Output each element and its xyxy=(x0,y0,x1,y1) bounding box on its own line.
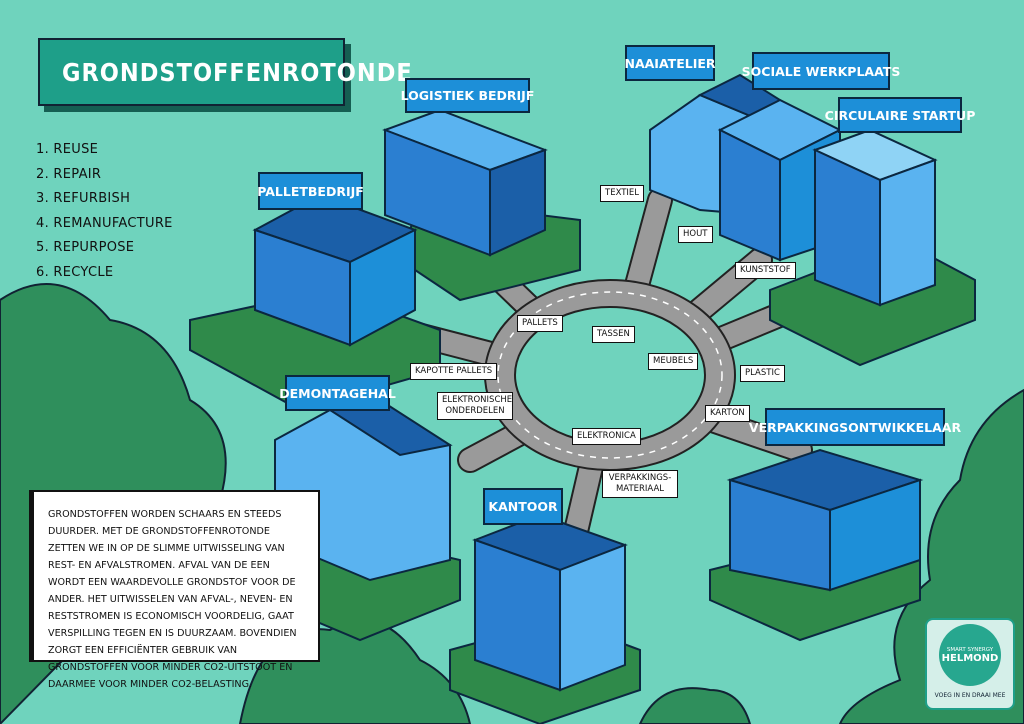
smart-synergy-logo: SMART SYNERGY HELMOND VOEG IN EN DRAAI M… xyxy=(925,618,1015,710)
label-verpakkingsontwikkelaar: Verpakkingsontwikkelaar xyxy=(749,408,961,446)
stream-textiel: Textiel xyxy=(600,185,645,202)
stream-meubels: Meubels xyxy=(648,353,699,370)
building-circulaire-startup xyxy=(769,128,976,367)
logo-tagline: VOEG IN EN DRAAI MEE xyxy=(934,692,1006,699)
list-item: 1. REUSE xyxy=(36,142,99,157)
building-logistiek xyxy=(382,108,581,302)
stream-elektronische-onderdelen: Elektronische onderdelen xyxy=(437,392,513,420)
stream-kunststof: Kunststof xyxy=(735,262,796,279)
stream-verpakkingsmateriaal: Verpakkings-materiaal xyxy=(602,470,678,498)
recycle-icon: SMART SYNERGY HELMOND xyxy=(939,624,1001,686)
r-strategy-list: 1. REUSE 2. REPAIR 3. REFURBISH 4. REMAN… xyxy=(36,138,173,285)
title-banner: GRONDSTOFFENROTONDE xyxy=(38,38,413,106)
stream-tassen: Tassen xyxy=(592,326,635,343)
list-item: 4. REMANUFACTURE xyxy=(36,215,173,231)
label-circulaire-startup: Circulaire startup xyxy=(825,97,975,133)
description-box: Grondstoffen worden schaars en steeds du… xyxy=(32,490,320,690)
stream-karton: Karton xyxy=(705,405,750,422)
list-item: 6. RECYCLE xyxy=(36,264,114,280)
list-item: 2. REPAIR xyxy=(36,166,102,182)
list-item: 3. REFURBISH xyxy=(36,191,131,206)
label-demontagehal: Demontagehal xyxy=(279,375,396,411)
page-title: GRONDSTOFFENROTONDE xyxy=(62,58,413,87)
logo-line2: HELMOND xyxy=(941,652,999,664)
label-sociale-werkplaats: Sociale werkplaats xyxy=(742,52,900,90)
label-palletbedrijf: Palletbedrijf xyxy=(257,172,364,210)
label-logistiek: Logistiek bedrijf xyxy=(401,78,534,113)
stream-hout: Hout xyxy=(678,226,713,243)
building-kantoor xyxy=(449,513,641,724)
stream-plastic: Plastic xyxy=(740,365,785,382)
stream-pallets: Pallets xyxy=(517,315,563,332)
list-item: 5. REPURPOSE xyxy=(36,240,135,255)
building-verpakkingsontwikkelaar xyxy=(709,448,924,642)
label-naaiatelier: Naaiatelier xyxy=(625,45,716,81)
logo-line1: SMART SYNERGY xyxy=(946,646,994,653)
stream-elektronica: Elektronica xyxy=(572,428,641,445)
stream-kapotte-pallets: Kapotte pallets xyxy=(410,363,498,380)
label-kantoor: Kantoor xyxy=(483,488,563,525)
